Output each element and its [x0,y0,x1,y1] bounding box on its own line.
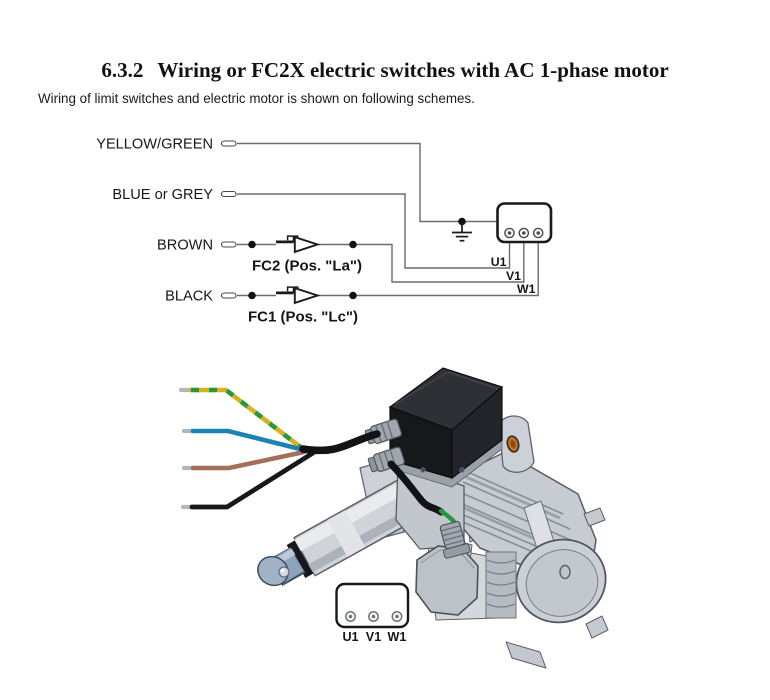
actuator-illustration: U1 V1 W1 [178,367,609,669]
wire-yellow-green-run [237,142,498,223]
tube-collar [327,510,366,557]
junction-box-side [451,385,503,480]
lug-yellow-green [220,140,237,147]
section-number: 6.3.2 [101,58,144,82]
end-bell-rim [525,549,599,617]
label-black: BLACK [165,289,213,305]
supply-wires [178,387,316,510]
bushing-bore [510,440,516,448]
bell-lug-bottom [585,615,609,639]
bell-lug-top [583,507,606,527]
label-terminal-u1: U1 [491,255,507,269]
box-screw-2 [459,467,465,473]
intro-text: Wiring of limit switches and electric mo… [38,91,475,106]
plate-label-u1: U1 [342,630,358,644]
motor-assembly [427,451,609,669]
wire-blue [190,428,307,453]
wire-yellow-green-stripes [191,387,305,451]
wire-tips-silver [178,387,196,510]
motor-gland [439,520,471,559]
terminal-posts [504,227,544,239]
label-brown: BROWN [157,238,213,254]
end-bell-hole [559,564,571,580]
lug-blue-grey [220,190,237,198]
worm-gear-ribs [485,551,517,619]
label-yellow-green: YELLOW/GREEN [96,137,213,153]
wire-brown [190,449,307,471]
wire-black [189,450,316,510]
rod-end-face [257,555,289,587]
label-fc1: FC1 (Pos. "Lc") [248,309,358,326]
label-blue-grey: BLUE or GREY [112,187,213,203]
plate-label-v1: V1 [366,630,381,644]
junction-dots [248,217,466,300]
wire-black-run [237,238,539,297]
ground-symbol [452,221,472,242]
limit-switch-fc2 [276,235,321,254]
rod-clevis-hole [278,566,290,578]
motor-foot [505,641,547,669]
wire-blue-grey-run [237,193,511,269]
junction-box [388,367,504,488]
label-fc2: FC2 (Pos. "La") [252,258,362,275]
plate-label-w1: W1 [388,630,407,644]
main-cable [299,430,381,455]
section-heading: 6.3.2 Wiring or FC2X electric switches wi… [0,58,770,83]
label-terminal-w1: W1 [517,282,536,296]
motor-cable [387,460,445,516]
wire-brown-run [237,238,525,283]
box-screw-1 [420,467,426,473]
wire-lugs [220,140,237,299]
label-terminal-v1: V1 [506,269,521,283]
wire-yellow-green [188,387,306,452]
limit-switch-fc1 [276,286,321,305]
lug-black [220,292,237,299]
lug-brown [220,241,237,248]
section-title: Wiring or FC2X electric switches with AC… [157,58,669,82]
wiring-schematic: YELLOW/GREEN BLUE or GREY BROWN BLACK FC… [96,137,553,326]
terminal-box [496,202,553,244]
mount-bracket [498,415,535,473]
terminal-plate: U1 V1 W1 [335,582,410,644]
